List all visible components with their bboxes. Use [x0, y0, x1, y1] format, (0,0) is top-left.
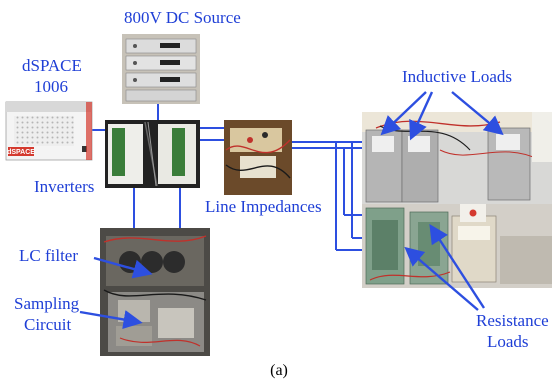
inductive-loads-label: Inductive Loads: [402, 67, 512, 86]
inverters-label: Inverters: [34, 177, 95, 196]
dspace-label-line1: dSPACE: [22, 56, 82, 75]
dc-source-photo: [122, 34, 200, 104]
line-impedances-label: Line Impedances: [205, 197, 322, 216]
dspace-box-photo: dSPACE: [5, 101, 93, 161]
arrow-inductive-2: [409, 91, 434, 141]
line-impedances-photo: [224, 120, 292, 195]
sampling-label-line1: Sampling: [14, 294, 80, 313]
inverters-photo: [105, 120, 200, 188]
resistance-loads-photo: [362, 204, 552, 288]
arrow-resistance-1: [404, 246, 479, 311]
figure-caption: (a): [270, 362, 288, 379]
annotation-arrows: [79, 91, 504, 330]
connector-lines: [92, 103, 362, 251]
lc-filter-label: LC filter: [19, 246, 79, 265]
arrow-lc-filter: [93, 256, 153, 279]
resistance-label-line1: Resistance: [476, 311, 549, 330]
arrow-resistance-2: [429, 223, 486, 309]
dspace-badge-text: dSPACE: [7, 149, 35, 156]
arrow-sampling: [79, 310, 143, 330]
arrow-inductive-3: [451, 91, 504, 136]
sampling-label-line2: Circuit: [24, 315, 72, 334]
resistance-label-line2: Loads: [487, 332, 529, 351]
dc-source-label: 800V DC Source: [124, 8, 241, 27]
arrow-inductive-1: [380, 91, 427, 136]
dspace-label-line2: 1006: [34, 77, 68, 96]
lc-filter-photo: [100, 228, 210, 356]
